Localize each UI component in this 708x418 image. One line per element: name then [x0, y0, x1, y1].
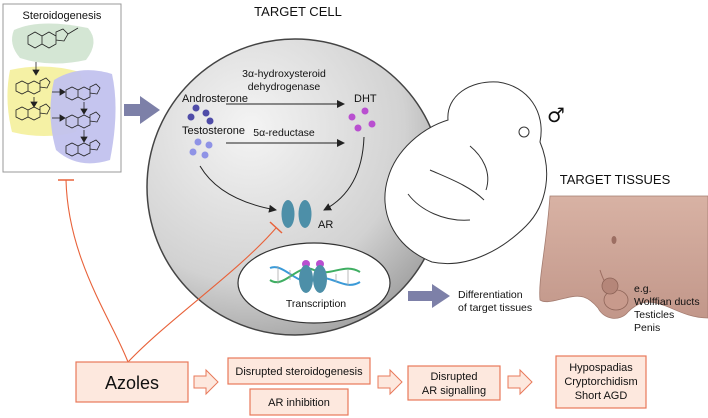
outcome-arrow [507, 368, 533, 396]
dht-dots [348, 107, 376, 132]
androsterone-dots [187, 104, 214, 125]
disrupted-ar-box [407, 365, 501, 401]
target-tissues-title: TARGET TISSUES [560, 172, 671, 187]
disrupted-ar-line2: AR signalling [422, 385, 486, 397]
differentiation-arrow [408, 284, 450, 308]
outcomes-box [555, 355, 647, 409]
differentiation-line1: Differentiation [458, 289, 523, 301]
male-symbol: ♂ [547, 103, 565, 127]
inhibit-ar-bar [269, 221, 283, 234]
torso-illustration [539, 195, 708, 319]
tissue-item-testicles: Testicles [634, 309, 674, 321]
outcome-cryptorchidism: Cryptorchidism [564, 376, 637, 388]
testosterone-dots [189, 138, 213, 159]
tissue-item-wolffian: Wolffian ducts [634, 296, 700, 308]
tissue-item-eg: e.g. [634, 283, 652, 295]
differentiation-line2: of target tissues [458, 302, 532, 314]
pathway: Azoles Disrupted steroidogenesis AR inhi… [75, 355, 647, 416]
disrupted-ar-line1: Disrupted [430, 371, 477, 383]
enzyme-top-line1: 3α-hydroxysteroid [242, 68, 326, 80]
tissue-item-penis: Penis [634, 322, 660, 334]
ar-receptor [281, 200, 312, 228]
azoles-label: Azoles [105, 373, 159, 393]
inhibit-ar-line [127, 227, 277, 363]
ar-label: AR [318, 219, 333, 231]
steroid-structures [15, 27, 101, 157]
disrupted-steroidogenesis-box [227, 357, 371, 385]
purple-blob [50, 70, 116, 164]
ar-dimer-on-dna [299, 260, 327, 293]
azoles-box [75, 361, 189, 403]
middle-arrow [377, 368, 403, 396]
inhibition-lines [58, 179, 283, 363]
steroidogenesis-title: Steroidogenesis [23, 10, 102, 22]
outcome-short-agd: Short AGD [575, 390, 628, 402]
azoles-arrow [193, 368, 219, 396]
fetus-illustration [384, 81, 548, 264]
steroid-arrows [30, 62, 88, 143]
transcription-label: Transcription [286, 298, 346, 310]
arrow-to-ar-left [199, 165, 277, 213]
enzyme-top-line2: dehydrogenase [248, 81, 321, 93]
ar-inhibition-box [249, 388, 349, 416]
target-cell-title: TARGET CELL [254, 4, 342, 19]
target-cell: TARGET CELL Androsterone Testosterone 3α… [146, 4, 444, 336]
dht-label: DHT [354, 93, 377, 105]
input-arrow [124, 96, 160, 124]
inhibit-steroidogenesis-line [65, 179, 129, 363]
steroidogenesis-panel: Steroidogenesis [2, 3, 122, 173]
green-blob [12, 23, 94, 64]
androsterone-label: Androsterone [182, 93, 248, 105]
enzyme-bottom: 5α-reductase [253, 127, 315, 139]
outcome-hypospadias: Hypospadias [569, 362, 633, 374]
arrow-to-ar-right [323, 136, 365, 211]
disrupted-steroidogenesis-label: Disrupted steroidogenesis [235, 366, 363, 378]
testosterone-label: Testosterone [182, 125, 245, 137]
ar-inhibition-label: AR inhibition [268, 397, 330, 409]
